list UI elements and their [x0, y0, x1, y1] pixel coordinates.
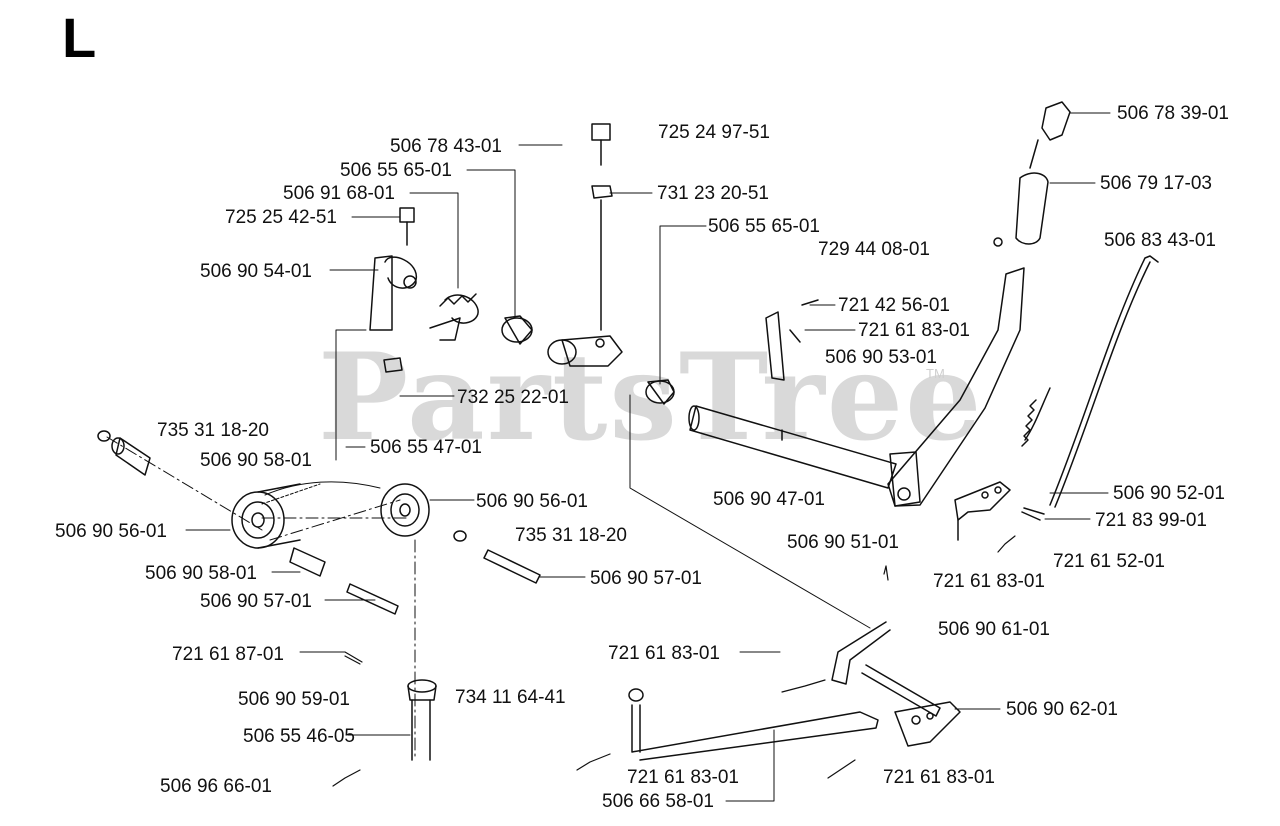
- part-label[interactable]: 735 31 18-20: [157, 420, 269, 441]
- bolt-top: [591, 123, 613, 331]
- part-label[interactable]: 725 24 97-51: [658, 122, 770, 143]
- bottom-rod: [628, 688, 879, 761]
- part-label[interactable]: 506 66 58-01: [602, 791, 714, 812]
- part-label[interactable]: 735 31 18-20: [515, 525, 627, 546]
- part-label[interactable]: 506 83 43-01: [1104, 230, 1216, 251]
- main-shaft: [688, 405, 897, 489]
- yoke-arm: [547, 335, 623, 367]
- part-label[interactable]: 506 55 47-01: [370, 437, 482, 458]
- part-label[interactable]: 506 90 57-01: [590, 568, 702, 589]
- pulley-center: [380, 483, 430, 537]
- part-label[interactable]: 506 78 39-01: [1117, 103, 1229, 124]
- pin-center: [453, 530, 541, 584]
- part-label[interactable]: 506 90 56-01: [55, 521, 167, 542]
- part-label[interactable]: 506 91 68-01: [283, 183, 395, 204]
- lever-arm: [887, 267, 1025, 507]
- drive-belt: [261, 481, 381, 505]
- bushing-right: [645, 379, 675, 405]
- part-label[interactable]: 721 61 83-01: [858, 320, 970, 341]
- part-label[interactable]: 506 90 53-01: [825, 347, 937, 368]
- pin-lower-left: [346, 583, 399, 615]
- part-label[interactable]: 721 61 83-01: [608, 643, 720, 664]
- part-label[interactable]: 506 90 51-01: [787, 532, 899, 553]
- part-label[interactable]: 734 11 64-41: [455, 687, 566, 708]
- spring-right: [1021, 387, 1051, 447]
- part-label[interactable]: 506 78 43-01: [390, 136, 502, 157]
- bushing-left: [501, 315, 533, 345]
- part-label[interactable]: 506 90 59-01: [238, 689, 350, 710]
- axis-lines: [106, 436, 416, 761]
- part-label[interactable]: 506 90 61-01: [938, 619, 1050, 640]
- cotter-pins: [332, 535, 1016, 787]
- pulley-left: [231, 483, 301, 549]
- left-arm: [369, 255, 417, 331]
- bottom-hub: [407, 679, 437, 761]
- part-label[interactable]: 725 25 42-51: [225, 207, 337, 228]
- part-label[interactable]: 506 90 58-01: [145, 563, 257, 584]
- part-label[interactable]: 506 90 58-01: [200, 450, 312, 471]
- part-label[interactable]: 506 90 52-01: [1113, 483, 1225, 504]
- part-label[interactable]: 731 23 20-51: [657, 183, 769, 204]
- bracket-right: [954, 481, 1045, 541]
- handle-grip: [993, 101, 1071, 247]
- bottom-plate: [894, 701, 961, 747]
- spacer-lower-left: [289, 547, 326, 577]
- part-label[interactable]: 721 61 83-01: [627, 767, 739, 788]
- watermark: PartsTree: [318, 327, 984, 468]
- link-rod: [831, 621, 941, 717]
- part-label[interactable]: 506 90 56-01: [476, 491, 588, 512]
- part-label[interactable]: 506 90 54-01: [200, 261, 312, 282]
- part-label[interactable]: 721 61 87-01: [172, 644, 284, 665]
- part-label[interactable]: 506 55 65-01: [340, 160, 452, 181]
- small-plate: [765, 299, 819, 381]
- part-label[interactable]: 506 90 62-01: [1006, 699, 1118, 720]
- part-label[interactable]: 506 55 65-01: [708, 216, 820, 237]
- torsion-spring: [429, 293, 479, 341]
- part-label[interactable]: 732 25 22-01: [457, 387, 569, 408]
- bolt-left: [399, 207, 415, 246]
- part-label[interactable]: 721 61 83-01: [933, 571, 1045, 592]
- washer-upper-left: [97, 430, 111, 442]
- part-label[interactable]: 721 61 83-01: [883, 767, 995, 788]
- part-label[interactable]: 506 55 46-05: [243, 726, 355, 747]
- leader-lines: [185, 112, 1111, 802]
- control-rod-right: [1049, 255, 1159, 508]
- part-label[interactable]: 506 90 57-01: [200, 591, 312, 612]
- part-label[interactable]: 721 61 52-01: [1053, 551, 1165, 572]
- nut-left: [383, 357, 403, 373]
- watermark-trademark: TM: [926, 366, 945, 381]
- part-label[interactable]: 721 42 56-01: [838, 295, 950, 316]
- part-label[interactable]: 506 90 47-01: [713, 489, 825, 510]
- spacer-upper-left: [111, 437, 151, 476]
- section-letter: L: [62, 6, 97, 69]
- part-label[interactable]: 506 96 66-01: [160, 776, 272, 797]
- part-label[interactable]: 721 83 99-01: [1095, 510, 1207, 531]
- part-label[interactable]: 729 44 08-01: [818, 239, 930, 260]
- part-label[interactable]: 506 79 17-03: [1100, 173, 1212, 194]
